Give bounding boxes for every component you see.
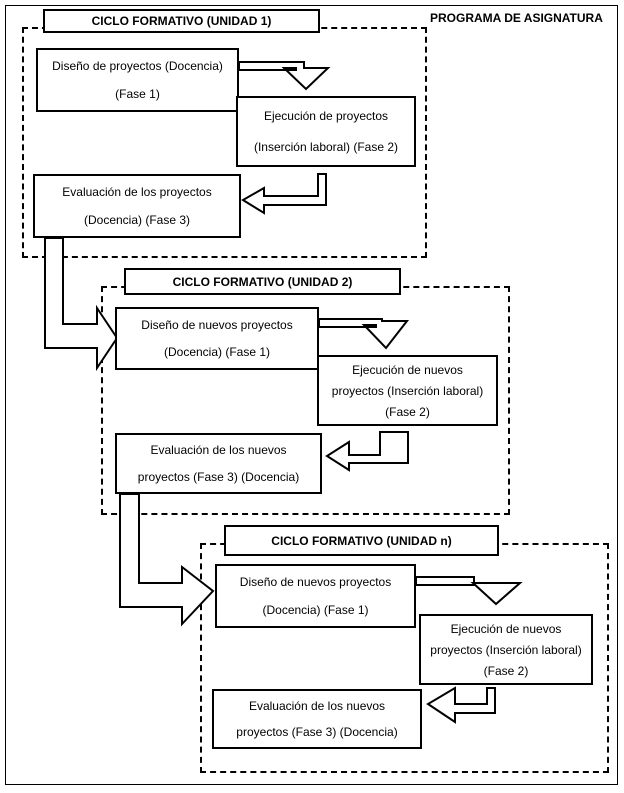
unit-2-design-line-2: (Docencia) (Fase 1) [163, 345, 271, 360]
unit-n-evaluation-line-2: proyectos (Fase 3) (Docencia) [236, 725, 398, 739]
unit-1-evaluation-box: Evaluación de los proyectos (Docencia) (… [33, 174, 241, 238]
unit-1-execution-line-2: (Inserción laboral) (Fase 2) [253, 140, 399, 155]
unit-1-design-line-2: (Fase 1) [115, 87, 160, 101]
unit-n-execution-box: Ejecución de nuevos proyectos (Inserción… [419, 614, 593, 685]
unit-2-evaluation-box: Evaluación de los nuevos proyectos (Fase… [115, 433, 322, 494]
unit-1-design-box: Diseño de proyectos (Docencia) (Fase 1) [36, 48, 239, 112]
unit-n-execution-line-3: (Fase 2) [483, 663, 529, 678]
unit-1-evaluation-line-2: (Docencia) (Fase 3) [83, 213, 191, 227]
unit-n-evaluation-box: Evaluación de los nuevos proyectos (Fase… [212, 689, 422, 749]
outer-frame [5, 5, 618, 785]
unit-2-title: CICLO FORMATIVO (UNIDAD 2) [124, 268, 401, 295]
unit-2-design-line-1: Diseño de nuevos proyectos [141, 317, 293, 332]
unit-n-execution-line-2: proyectos (Inserción laboral) [430, 642, 582, 657]
unit-2-execution-box: Ejecución de nuevos proyectos (Inserción… [317, 355, 498, 426]
unit-1-execution-line-1: Ejecución de proyectos [263, 108, 389, 123]
unit-1-title: CICLO FORMATIVO (UNIDAD 1) [43, 9, 320, 33]
unit-n-design-line-1: Diseño de nuevos proyectos [239, 575, 392, 589]
unit-n-design-box: Diseño de nuevos proyectos (Docencia) (F… [215, 564, 416, 628]
unit-1-design-line-1: Diseño de proyectos (Docencia) [52, 59, 223, 73]
program-label: PROGRAMA DE ASIGNATURA [430, 11, 603, 25]
unit-2-design-box: Diseño de nuevos proyectos (Docencia) (F… [115, 307, 319, 370]
unit-1-execution-box: Ejecución de proyectos (Inserción labora… [236, 96, 416, 167]
unit-n-title: CICLO FORMATIVO (UNIDAD n) [224, 525, 499, 556]
unit-n-evaluation-line-1: Evaluación de los nuevos [248, 699, 386, 713]
unit-2-execution-line-2: proyectos (Inserción laboral) [331, 383, 484, 398]
unit-2-execution-line-3: (Fase 2) [385, 404, 430, 419]
unit-2-evaluation-line-2: proyectos (Fase 3) (Docencia) [137, 469, 300, 484]
unit-2-evaluation-line-1: Evaluación de los nuevos [150, 443, 287, 458]
unit-2-execution-line-1: Ejecución de nuevos [352, 362, 463, 377]
unit-n-execution-line-1: Ejecución de nuevos [450, 621, 562, 636]
unit-1-evaluation-line-1: Evaluación de los proyectos [62, 185, 212, 199]
unit-n-design-line-2: (Docencia) (Fase 1) [262, 603, 369, 617]
